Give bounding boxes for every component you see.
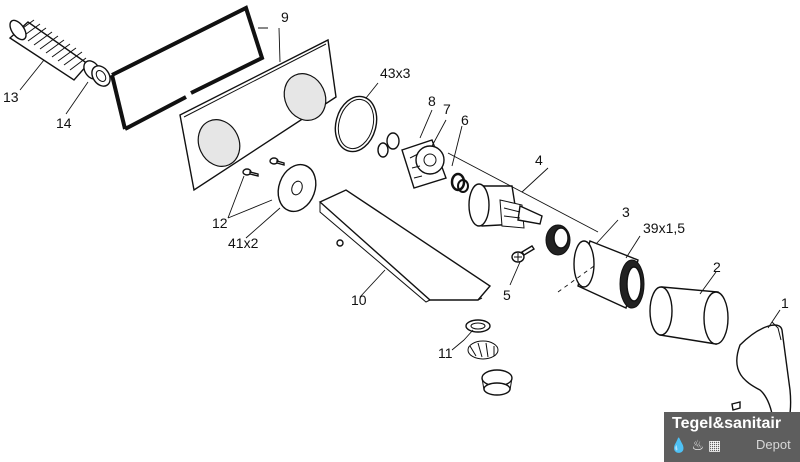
watermark-icons: 💧♨▦ [670, 438, 725, 454]
part-labels: 1 2 3 39x1,5 4 5 6 7 8 43x3 9 10 11 12 4… [3, 9, 789, 361]
label-6: 6 [461, 112, 469, 128]
label-12: 12 [212, 215, 228, 231]
part-12-screws [242, 157, 285, 177]
part-6-seal [450, 172, 469, 193]
part-13-flex-hose [8, 19, 90, 81]
part-7-8-valve-insert [377, 132, 447, 189]
label-11: 11 [438, 345, 453, 361]
label-4: 4 [535, 152, 543, 168]
part-5-screw [511, 245, 535, 263]
part-2-handle-cap [649, 286, 729, 345]
part-4-knurled-cap [545, 224, 571, 256]
part-4-cartridge [468, 183, 543, 229]
part-11-aerator [465, 319, 513, 396]
flame-icon: ♨ [691, 438, 708, 454]
label-2: 2 [713, 259, 721, 275]
tile-icon: ▦ [708, 438, 726, 454]
label-8: 8 [428, 93, 436, 109]
water-drop-icon: 💧 [670, 438, 692, 454]
label-9: 9 [281, 9, 289, 25]
label-13: 13 [3, 89, 19, 105]
part-41-disc [277, 163, 317, 213]
watermark-brand: Tegel&sanitair [672, 415, 782, 432]
label-3: 3 [622, 204, 630, 220]
label-10: 10 [351, 292, 367, 308]
watermark-logo: Tegel&sanitair 💧♨▦ Depot [664, 412, 800, 462]
leader-lines [19, 27, 781, 351]
label-14: 14 [56, 115, 72, 131]
label-41: 41x2 [228, 235, 259, 251]
part-43-o-ring [334, 95, 378, 153]
part-9-cover-plate [179, 38, 337, 192]
label-5: 5 [503, 287, 511, 303]
part-10-spout [318, 189, 492, 303]
part-9-gasket-frame [110, 5, 265, 131]
label-39: 39x1,5 [643, 220, 685, 236]
part-14-fitting [83, 60, 111, 87]
label-7: 7 [443, 101, 451, 117]
part-3-sleeve [573, 240, 645, 309]
label-1: 1 [781, 295, 789, 311]
watermark-sub: Depot [756, 437, 791, 452]
label-43: 43x3 [380, 65, 411, 81]
